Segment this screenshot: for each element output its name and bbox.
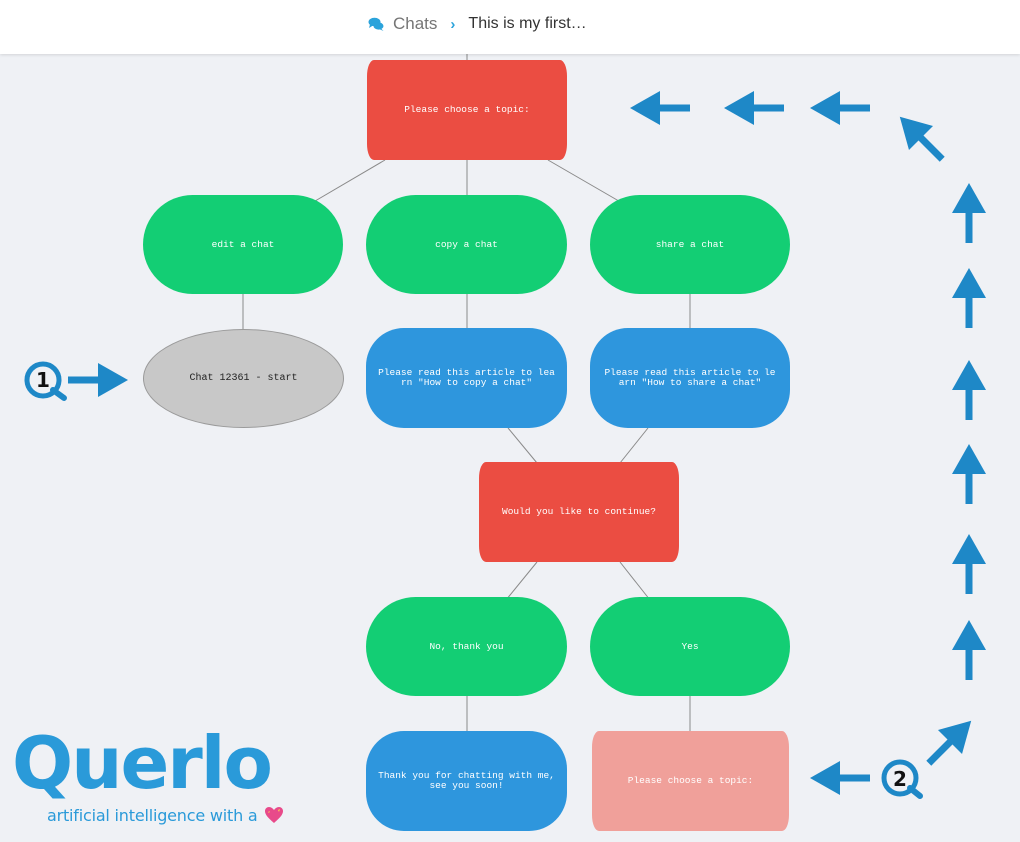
arrow-right-icon xyxy=(68,363,128,397)
node-no-thanks[interactable]: No, thank you xyxy=(366,597,567,696)
node-share-article-label: Please read this article to learn "How t… xyxy=(604,367,776,388)
arrow-up-icon xyxy=(952,444,986,504)
breadcrumb-current: This is my first… xyxy=(468,15,587,32)
node-copy-chat-label: copy a chat xyxy=(435,238,498,250)
connector-continue-yes xyxy=(619,561,651,601)
node-goodbye[interactable]: Thank you for chatting with me, see you … xyxy=(366,731,567,831)
brand-tagline: artificial intelligence with a xyxy=(47,806,284,825)
node-chat-start-label: Chat 12361 - start xyxy=(189,372,298,384)
node-continue-question-label: Would you like to continue? xyxy=(502,506,656,517)
sparkling-heart-icon xyxy=(265,807,284,823)
connector-continue-no xyxy=(505,561,538,601)
chevron-right-icon: › xyxy=(450,15,456,33)
node-choose-topic-label: Please choose a topic: xyxy=(404,104,530,115)
querlo-logo: Querlo xyxy=(12,722,273,802)
arrow-up-icon xyxy=(952,268,986,328)
node-goodbye-label: Thank you for chatting with me, see you … xyxy=(378,770,555,791)
node-chat-start[interactable]: Chat 12361 - start xyxy=(143,329,344,428)
node-yes[interactable]: Yes xyxy=(590,597,790,696)
arrow-up-icon xyxy=(952,620,986,680)
node-edit-chat-label: edit a chat xyxy=(211,238,275,250)
brand-tagline-text: artificial intelligence with a xyxy=(47,806,258,825)
node-copy-article-label: Please read this article to learn "How t… xyxy=(378,367,555,388)
connector-copy-continue xyxy=(507,427,538,464)
arrow-diagonal-icon xyxy=(887,104,955,172)
node-continue-question[interactable]: Would you like to continue? xyxy=(479,462,679,562)
node-edit-chat[interactable]: edit a chat xyxy=(143,195,343,294)
node-share-chat-label: share a chat xyxy=(655,238,725,250)
node-yes-label: Yes xyxy=(681,640,699,652)
connector-root-edit xyxy=(309,159,386,205)
node-loop-back-label: Please choose a topic: xyxy=(627,775,754,786)
arrow-up-icon xyxy=(952,183,986,243)
arrow-diagonal-icon xyxy=(916,708,984,776)
node-copy-chat[interactable]: copy a chat xyxy=(366,195,567,294)
connector-share-continue xyxy=(619,427,649,464)
chat-bubbles-icon xyxy=(368,17,384,31)
arrow-left-icon xyxy=(724,91,784,125)
top-bar: Chats › This is my first… xyxy=(0,0,1020,54)
logo-wordmark: Querlo xyxy=(12,722,271,802)
marker-one-badge: 1 xyxy=(24,361,67,401)
node-share-chat[interactable]: share a chat xyxy=(590,195,790,294)
node-no-thanks-label: No, thank you xyxy=(429,640,504,652)
node-choose-topic[interactable]: Please choose a topic: xyxy=(367,60,567,160)
connector-root-share xyxy=(547,159,625,205)
arrow-left-icon xyxy=(810,761,870,795)
arrow-up-icon xyxy=(952,534,986,594)
node-copy-article[interactable]: Please read this article to learn "How t… xyxy=(366,328,567,428)
marker-one-number: 1 xyxy=(36,368,50,392)
breadcrumb-chats-link[interactable]: Chats xyxy=(393,14,438,33)
marker-two-number: 2 xyxy=(893,767,907,791)
arrow-left-icon xyxy=(630,91,690,125)
arrow-left-icon xyxy=(810,91,870,125)
node-share-article[interactable]: Please read this article to learn "How t… xyxy=(590,328,790,428)
node-loop-back[interactable]: Please choose a topic: xyxy=(592,731,789,831)
arrow-up-icon xyxy=(952,360,986,420)
breadcrumb: Chats › This is my first… xyxy=(368,14,587,34)
marker-two-badge: 2 xyxy=(881,759,923,799)
